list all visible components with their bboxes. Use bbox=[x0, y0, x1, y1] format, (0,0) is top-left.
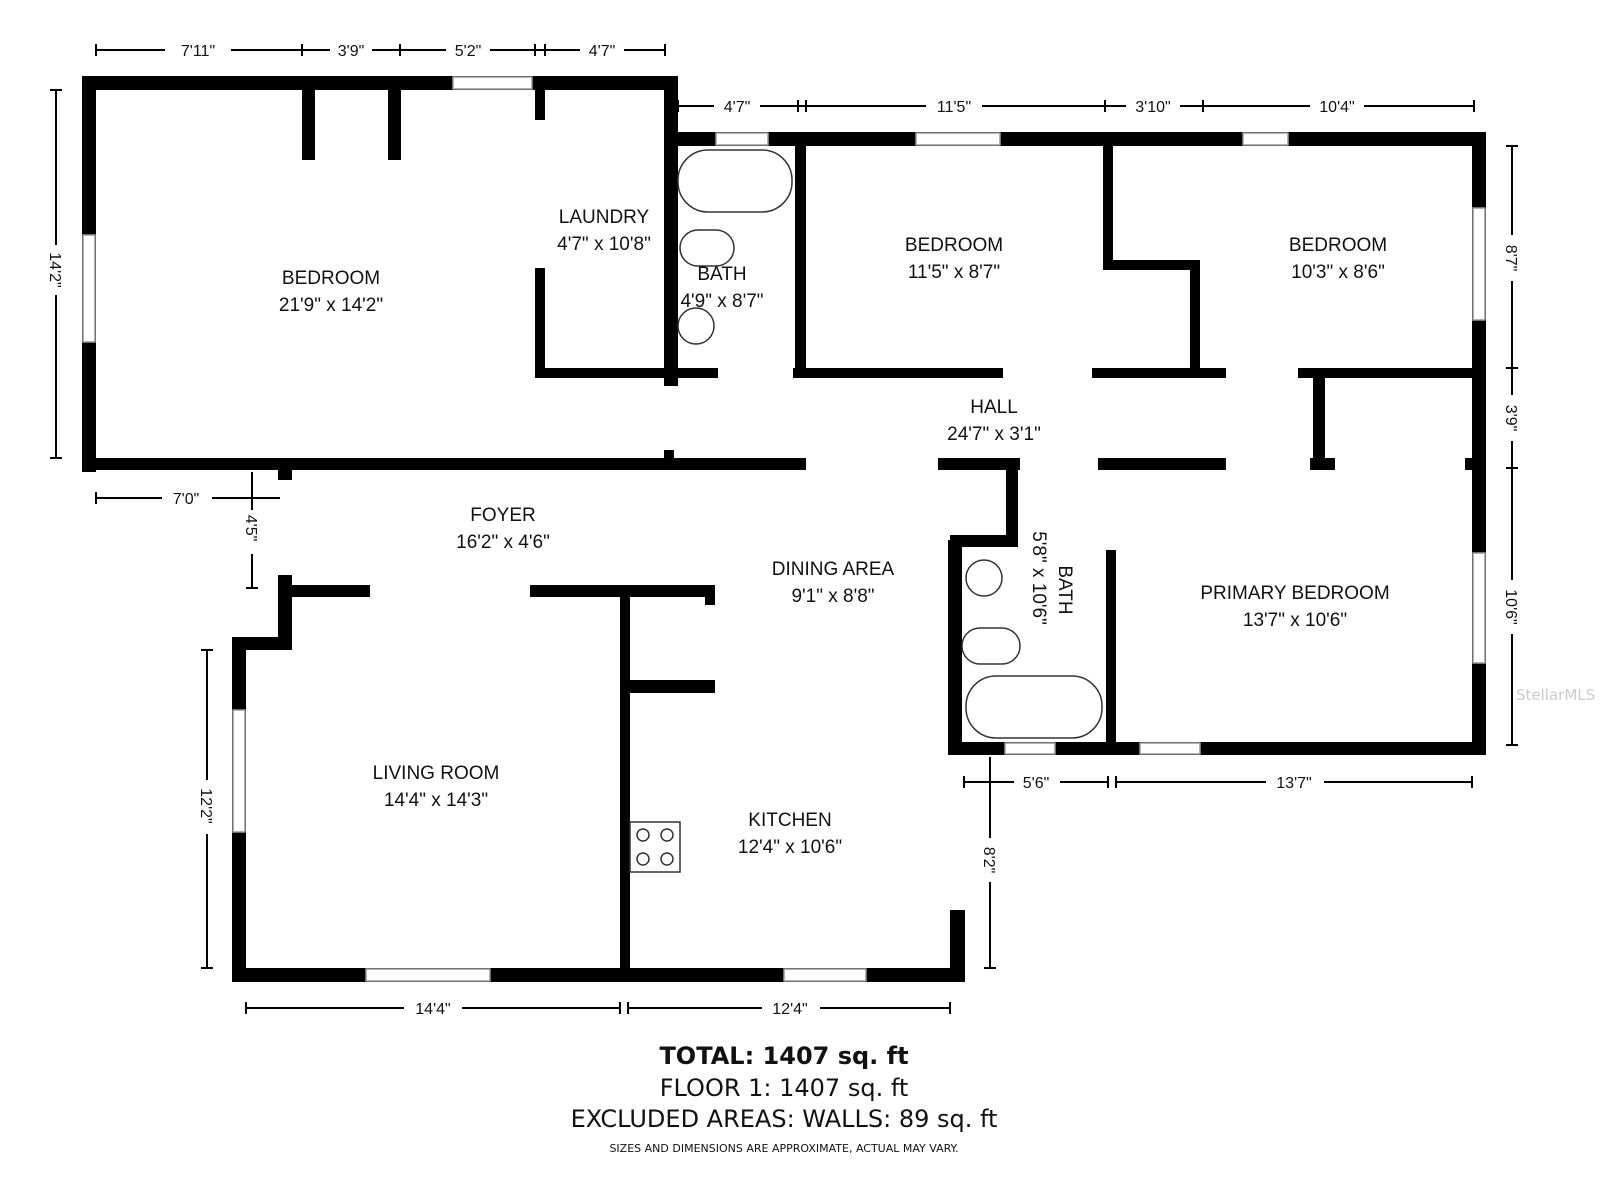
room-name: BATH bbox=[1054, 565, 1075, 614]
dimension-label: 10'6" bbox=[1502, 589, 1519, 624]
dimension-label: 13'7" bbox=[1276, 775, 1311, 792]
room-size: 11'5" x 8'7" bbox=[908, 262, 1000, 283]
toilet-icon bbox=[961, 627, 1021, 665]
windows bbox=[82, 76, 1486, 982]
floor-area: FLOOR 1: 1407 sq. ft bbox=[660, 1074, 909, 1102]
toilet-icon bbox=[679, 229, 735, 267]
dimension-label: 5'2" bbox=[455, 43, 482, 60]
bathtub-icon bbox=[677, 149, 793, 213]
dimension-label: 3'9" bbox=[338, 43, 365, 60]
sink-icon bbox=[677, 307, 715, 345]
dimension-label: 4'7" bbox=[589, 43, 616, 60]
room-name: HALL bbox=[970, 397, 1018, 418]
room-size: 4'9" x 8'7" bbox=[680, 291, 763, 312]
excluded-area: EXCLUDED AREAS: WALLS: 89 sq. ft bbox=[571, 1105, 998, 1133]
room-size: 21'9" x 14'2" bbox=[279, 295, 383, 316]
room-size: 13'7" x 10'6" bbox=[1243, 610, 1347, 631]
dimension-label: 10'4" bbox=[1319, 99, 1354, 116]
dimension-label: 3'10" bbox=[1135, 99, 1170, 116]
room-labels: BEDROOM 21'9" x 14'2" LAUNDRY 4'7" x 10'… bbox=[279, 207, 1390, 858]
room-name: BEDROOM bbox=[282, 268, 380, 289]
dimension-label: 12'4" bbox=[772, 1001, 807, 1018]
room-size: 5'8" x 10'6" bbox=[1028, 531, 1049, 625]
dimension-label: 14'4" bbox=[415, 1001, 450, 1018]
disclaimer: SIZES AND DIMENSIONS ARE APPROXIMATE, AC… bbox=[609, 1142, 958, 1155]
room-name: LIVING ROOM bbox=[373, 763, 500, 784]
area-summary: TOTAL: 1407 sq. ft FLOOR 1: 1407 sq. ft … bbox=[571, 1042, 998, 1155]
room-name: BEDROOM bbox=[905, 235, 1003, 256]
dimension-label: 7'11" bbox=[181, 43, 215, 60]
dimension-label: 12'2" bbox=[197, 788, 214, 823]
watermark-logo: StellarMLS bbox=[1516, 686, 1595, 704]
room-size: 9'1" x 8'8" bbox=[791, 586, 874, 607]
dimension-label: 4'5" bbox=[242, 515, 259, 542]
room-size: 4'7" x 10'8" bbox=[557, 234, 651, 255]
dimension-label: 8'2" bbox=[980, 847, 997, 874]
room-name: PRIMARY BEDROOM bbox=[1200, 583, 1389, 604]
room-size: 10'3" x 8'6" bbox=[1291, 262, 1385, 283]
dimension-label: 8'7" bbox=[1502, 245, 1519, 272]
dimension-label: 3'9" bbox=[1502, 405, 1519, 432]
room-name: BATH bbox=[697, 264, 746, 285]
room-name: LAUNDRY bbox=[559, 207, 650, 228]
bathtub-icon bbox=[965, 675, 1103, 739]
room-size: 12'4" x 10'6" bbox=[738, 837, 842, 858]
dimension-label: 14'2" bbox=[46, 252, 63, 287]
room-size: 14'4" x 14'3" bbox=[384, 790, 488, 811]
fixtures bbox=[629, 149, 1103, 873]
room-size: 24'7" x 3'1" bbox=[947, 424, 1041, 445]
total-area: TOTAL: 1407 sq. ft bbox=[659, 1042, 908, 1070]
room-name: BEDROOM bbox=[1289, 235, 1387, 256]
room-name: KITCHEN bbox=[748, 810, 831, 831]
dimension-label: 4'7" bbox=[724, 99, 751, 116]
sink-icon bbox=[965, 559, 1003, 597]
dimension-label: 11'5" bbox=[937, 99, 971, 116]
dimension-labels: 7'11" 3'9" 5'2" 4'7" 4'7" 11'5" 3'10" 10… bbox=[44, 40, 1524, 1018]
dimension-label: 5'6" bbox=[1023, 775, 1050, 792]
dimension-label: 7'0" bbox=[173, 491, 200, 508]
room-size: 16'2" x 4'6" bbox=[456, 532, 550, 553]
room-name: FOYER bbox=[470, 505, 535, 526]
stove-icon bbox=[629, 821, 681, 873]
room-name: DINING AREA bbox=[772, 559, 895, 580]
